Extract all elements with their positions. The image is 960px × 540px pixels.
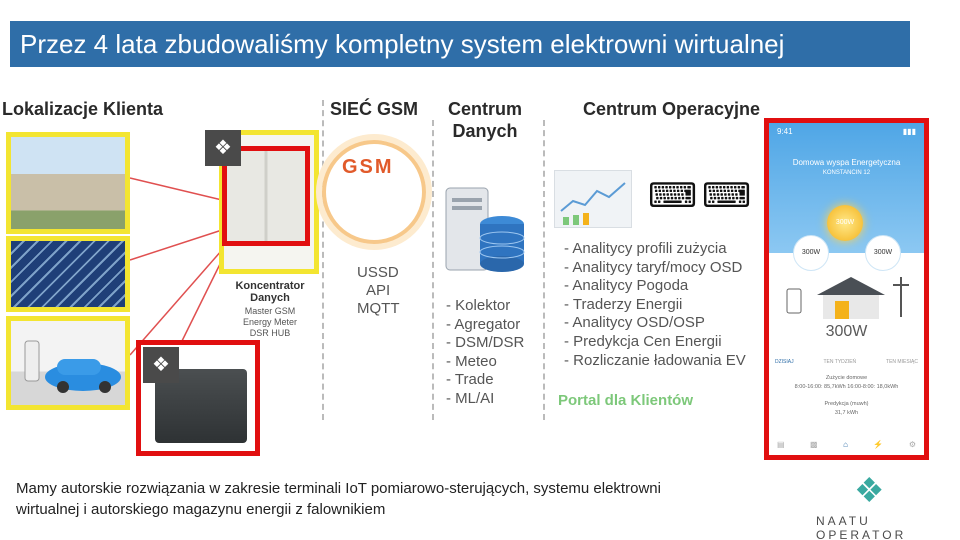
mobile-app-screenshot: 9:41 ▮▮▮ Domowa wyspa Energetyczna KONST…	[764, 118, 929, 460]
bottom-nav: ▤ ▩ ⌂ ⚡ ⚙	[777, 440, 916, 449]
signal-battery-icon: ▮▮▮	[903, 127, 916, 136]
list-item: DSM/DSR	[446, 334, 524, 353]
usage-values: 8:00-16:00: 85,7kWh 16:00-8:00: 18,0kWh	[769, 384, 924, 390]
list-item: Analitycy profili zużycia	[564, 240, 746, 259]
header-client-locations: Lokalizacje Klienta	[2, 98, 163, 120]
gsm-protocol: MQTT	[357, 300, 400, 317]
concentrator-title: Koncentrator Danych	[228, 280, 312, 304]
ev-car-icon	[11, 321, 125, 405]
analyst-desk-icon: ⌨	[648, 176, 697, 216]
connection-line	[130, 230, 222, 260]
building-photo	[6, 132, 130, 234]
tab-week: TEN TYDZIEŃ	[823, 359, 856, 365]
naatu-logo-icon: ❖	[854, 474, 884, 508]
nav-home-icon: ⌂	[843, 440, 848, 449]
list-item: Agregator	[446, 316, 524, 335]
slide-title: Przez 4 lata zbudowaliśmy kompletny syst…	[10, 21, 910, 67]
list-item: ML/AI	[446, 390, 524, 409]
right-bubble-value: 300W	[865, 235, 901, 271]
main-power-value: 300W	[769, 323, 924, 341]
footer-text: Mamy autorskie rozwiązania w zakresie te…	[16, 478, 676, 520]
list-item: Rozliczanie ładowania EV	[564, 352, 746, 371]
nav-stats-icon: ▩	[810, 440, 818, 449]
list-item: Predykcja Cen Energii	[564, 333, 746, 352]
portal-label: Portal dla Klientów	[558, 392, 693, 409]
nav-settings-icon: ⚙	[909, 440, 916, 449]
gsm-protocol: USSD	[357, 264, 399, 281]
tab-today: DZISIAJ	[775, 359, 794, 365]
list-item: Meteo	[446, 353, 524, 372]
headdress-logo-icon: ❖	[205, 130, 241, 166]
list-item: Analitycy Pogoda	[564, 277, 746, 296]
house-icon	[783, 271, 919, 321]
energy-storage-highlight: ❖	[136, 340, 260, 456]
status-time: 9:41	[777, 127, 793, 136]
sun-value: 300W	[827, 205, 863, 241]
list-item: Analitycy taryf/mocy OSD	[564, 259, 746, 278]
server-database-icon	[440, 184, 530, 284]
concentrator-details: Master GSM Energy Meter DSR HUB	[228, 306, 312, 339]
separator-dashed	[543, 120, 545, 420]
headdress-logo-icon: ❖	[143, 347, 179, 383]
operations-list: Analitycy profili zużycia Analitycy tary…	[564, 240, 746, 370]
list-item: Kolektor	[446, 297, 524, 316]
prediction-label: Predykcja (muwh)	[769, 401, 924, 407]
list-item: Trade	[446, 371, 524, 390]
dashboard-chart-icon	[555, 171, 633, 229]
list-item: Traderzy Energii	[564, 296, 746, 315]
brand-name: NAATU OPERATOR	[816, 514, 960, 540]
header-operations-center: Centrum Operacyjne	[583, 98, 760, 120]
data-center-list: Kolektor Agregator DSM/DSR Meteo Trade M…	[446, 297, 524, 409]
period-tabs: DZISIAJ TEN TYDZIEŃ TEN MIESIĄC	[775, 359, 918, 365]
separator-dashed	[432, 120, 434, 420]
app-subtitle: KONSTANCIN 12	[769, 170, 924, 176]
nav-chart-icon: ▤	[777, 440, 785, 449]
connection-line	[180, 260, 222, 345]
app-title: Domowa wyspa Energetyczna	[769, 158, 924, 167]
left-bubble-value: 300W	[793, 235, 829, 271]
ev-charger-photo	[6, 316, 130, 410]
tab-month: TEN MIESIĄC	[886, 359, 918, 365]
separator-dashed	[322, 100, 324, 420]
solar-panels-photo	[6, 236, 130, 312]
gsm-protocol: API	[366, 282, 390, 299]
nav-bolt-icon: ⚡	[873, 440, 883, 449]
header-gsm-network: SIEĆ GSM	[330, 98, 418, 120]
gsm-logo: GSM	[342, 156, 394, 179]
analyst-desk-icon: ⌨	[702, 176, 751, 216]
list-item: Analitycy OSD/OSP	[564, 314, 746, 333]
prediction-value: 31,7 kWh	[769, 410, 924, 416]
status-bar: 9:41 ▮▮▮	[777, 127, 916, 136]
usage-label: Zużycie domowe	[769, 375, 924, 381]
connection-line	[130, 178, 222, 200]
header-data-center: Centrum Danych	[440, 98, 530, 142]
dashboard-thumbnail	[554, 170, 632, 228]
